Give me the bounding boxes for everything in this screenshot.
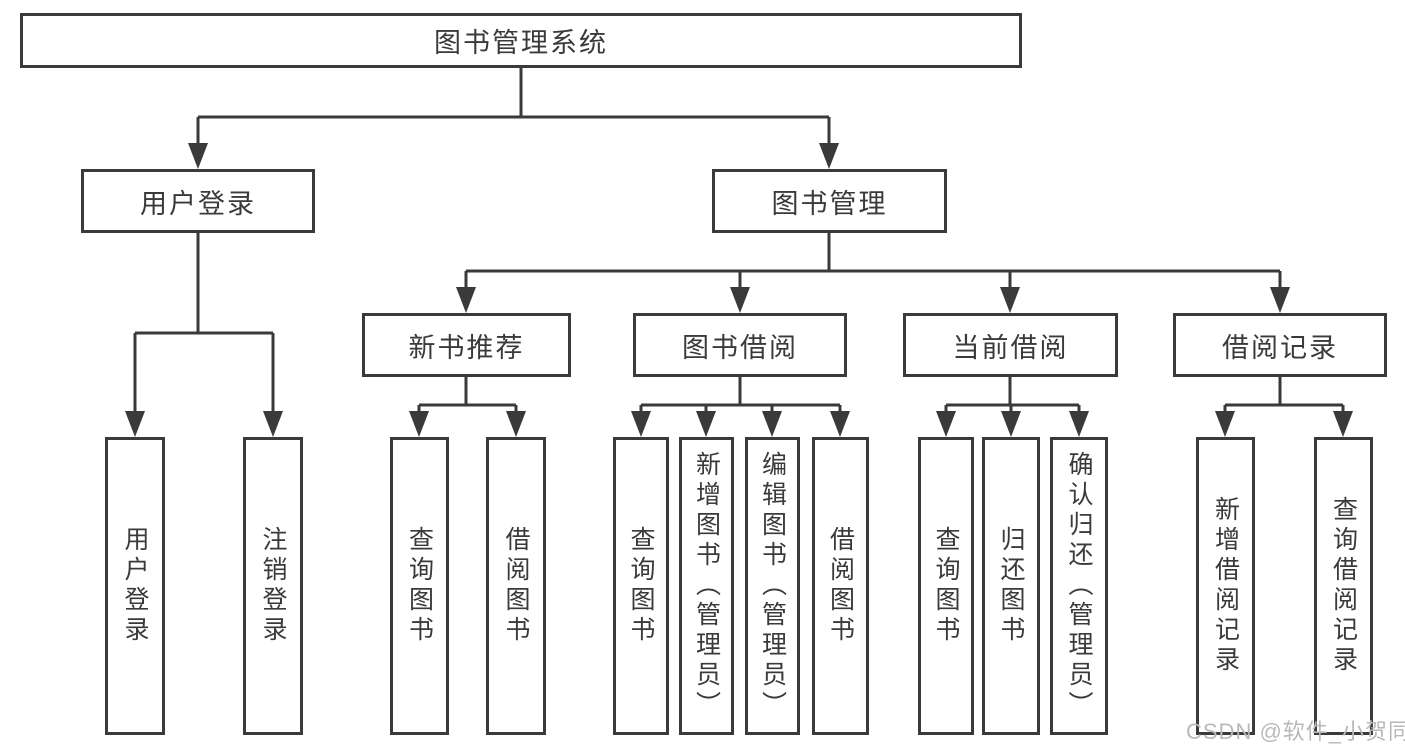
leaf-query-books-current-label: 查询图书 xyxy=(932,526,960,646)
node-library-management-system-label: 图书管理系统 xyxy=(434,28,608,58)
node-current-borrowing-label: 当前借阅 xyxy=(952,332,1069,363)
leaf-borrow-books: 借阅图书 xyxy=(812,437,869,735)
leaf-add-borrow-record-label: 新增借阅记录 xyxy=(1211,496,1240,676)
leaf-query-books-borrowing-label: 查询图书 xyxy=(627,526,655,646)
node-current-borrowing: 当前借阅 xyxy=(903,313,1118,377)
leaf-borrow-books-label: 借阅图书 xyxy=(826,526,855,646)
leaf-borrow-books-recommend-label: 借阅图书 xyxy=(502,526,530,646)
node-library-management-system: 图书管理系统 xyxy=(20,13,1022,68)
leaf-logout: 注销登录 xyxy=(243,437,303,735)
leaf-confirm-return-admin-label: 确认归还（管理员） xyxy=(1065,451,1093,721)
leaf-query-borrow-record-label: 查询借阅记录 xyxy=(1329,496,1358,676)
leaf-query-books-borrowing: 查询图书 xyxy=(613,437,669,735)
node-user-login-label: 用户登录 xyxy=(140,188,256,219)
node-borrowing-records: 借阅记录 xyxy=(1173,313,1387,377)
leaf-confirm-return-admin: 确认归还（管理员） xyxy=(1050,437,1108,735)
leaf-query-borrow-record: 查询借阅记录 xyxy=(1314,437,1373,735)
leaf-edit-books-admin: 编辑图书（管理员） xyxy=(745,437,800,735)
leaf-query-books-current: 查询图书 xyxy=(918,437,974,735)
node-new-book-recommend: 新书推荐 xyxy=(362,313,571,377)
leaf-add-borrow-record: 新增借阅记录 xyxy=(1196,437,1255,735)
leaf-borrow-books-recommend: 借阅图书 xyxy=(486,437,546,735)
node-new-book-recommend-label: 新书推荐 xyxy=(408,332,525,363)
leaf-return-books: 归还图书 xyxy=(982,437,1040,735)
leaf-query-books-recommend: 查询图书 xyxy=(390,437,449,735)
node-borrowing-records-label: 借阅记录 xyxy=(1222,332,1338,363)
leaf-edit-books-admin-label: 编辑图书（管理员） xyxy=(758,451,787,721)
csdn-watermark: CSDN @软件_小贺同学 xyxy=(1186,719,1405,744)
leaf-add-books-admin: 新增图书（管理员） xyxy=(679,437,734,735)
node-book-management-label: 图书管理 xyxy=(771,188,888,219)
leaf-add-books-admin-label: 新增图书（管理员） xyxy=(692,451,721,721)
leaf-return-books-label: 归还图书 xyxy=(997,526,1025,646)
leaf-user-login-label: 用户登录 xyxy=(121,526,149,646)
leaf-query-books-recommend-label: 查询图书 xyxy=(405,526,434,646)
node-user-login: 用户登录 xyxy=(81,169,315,233)
node-book-management: 图书管理 xyxy=(712,169,947,233)
node-book-borrowing-label: 图书借阅 xyxy=(682,332,798,363)
leaf-user-login: 用户登录 xyxy=(105,437,165,735)
node-book-borrowing: 图书借阅 xyxy=(633,313,847,377)
leaf-logout-label: 注销登录 xyxy=(259,526,287,646)
